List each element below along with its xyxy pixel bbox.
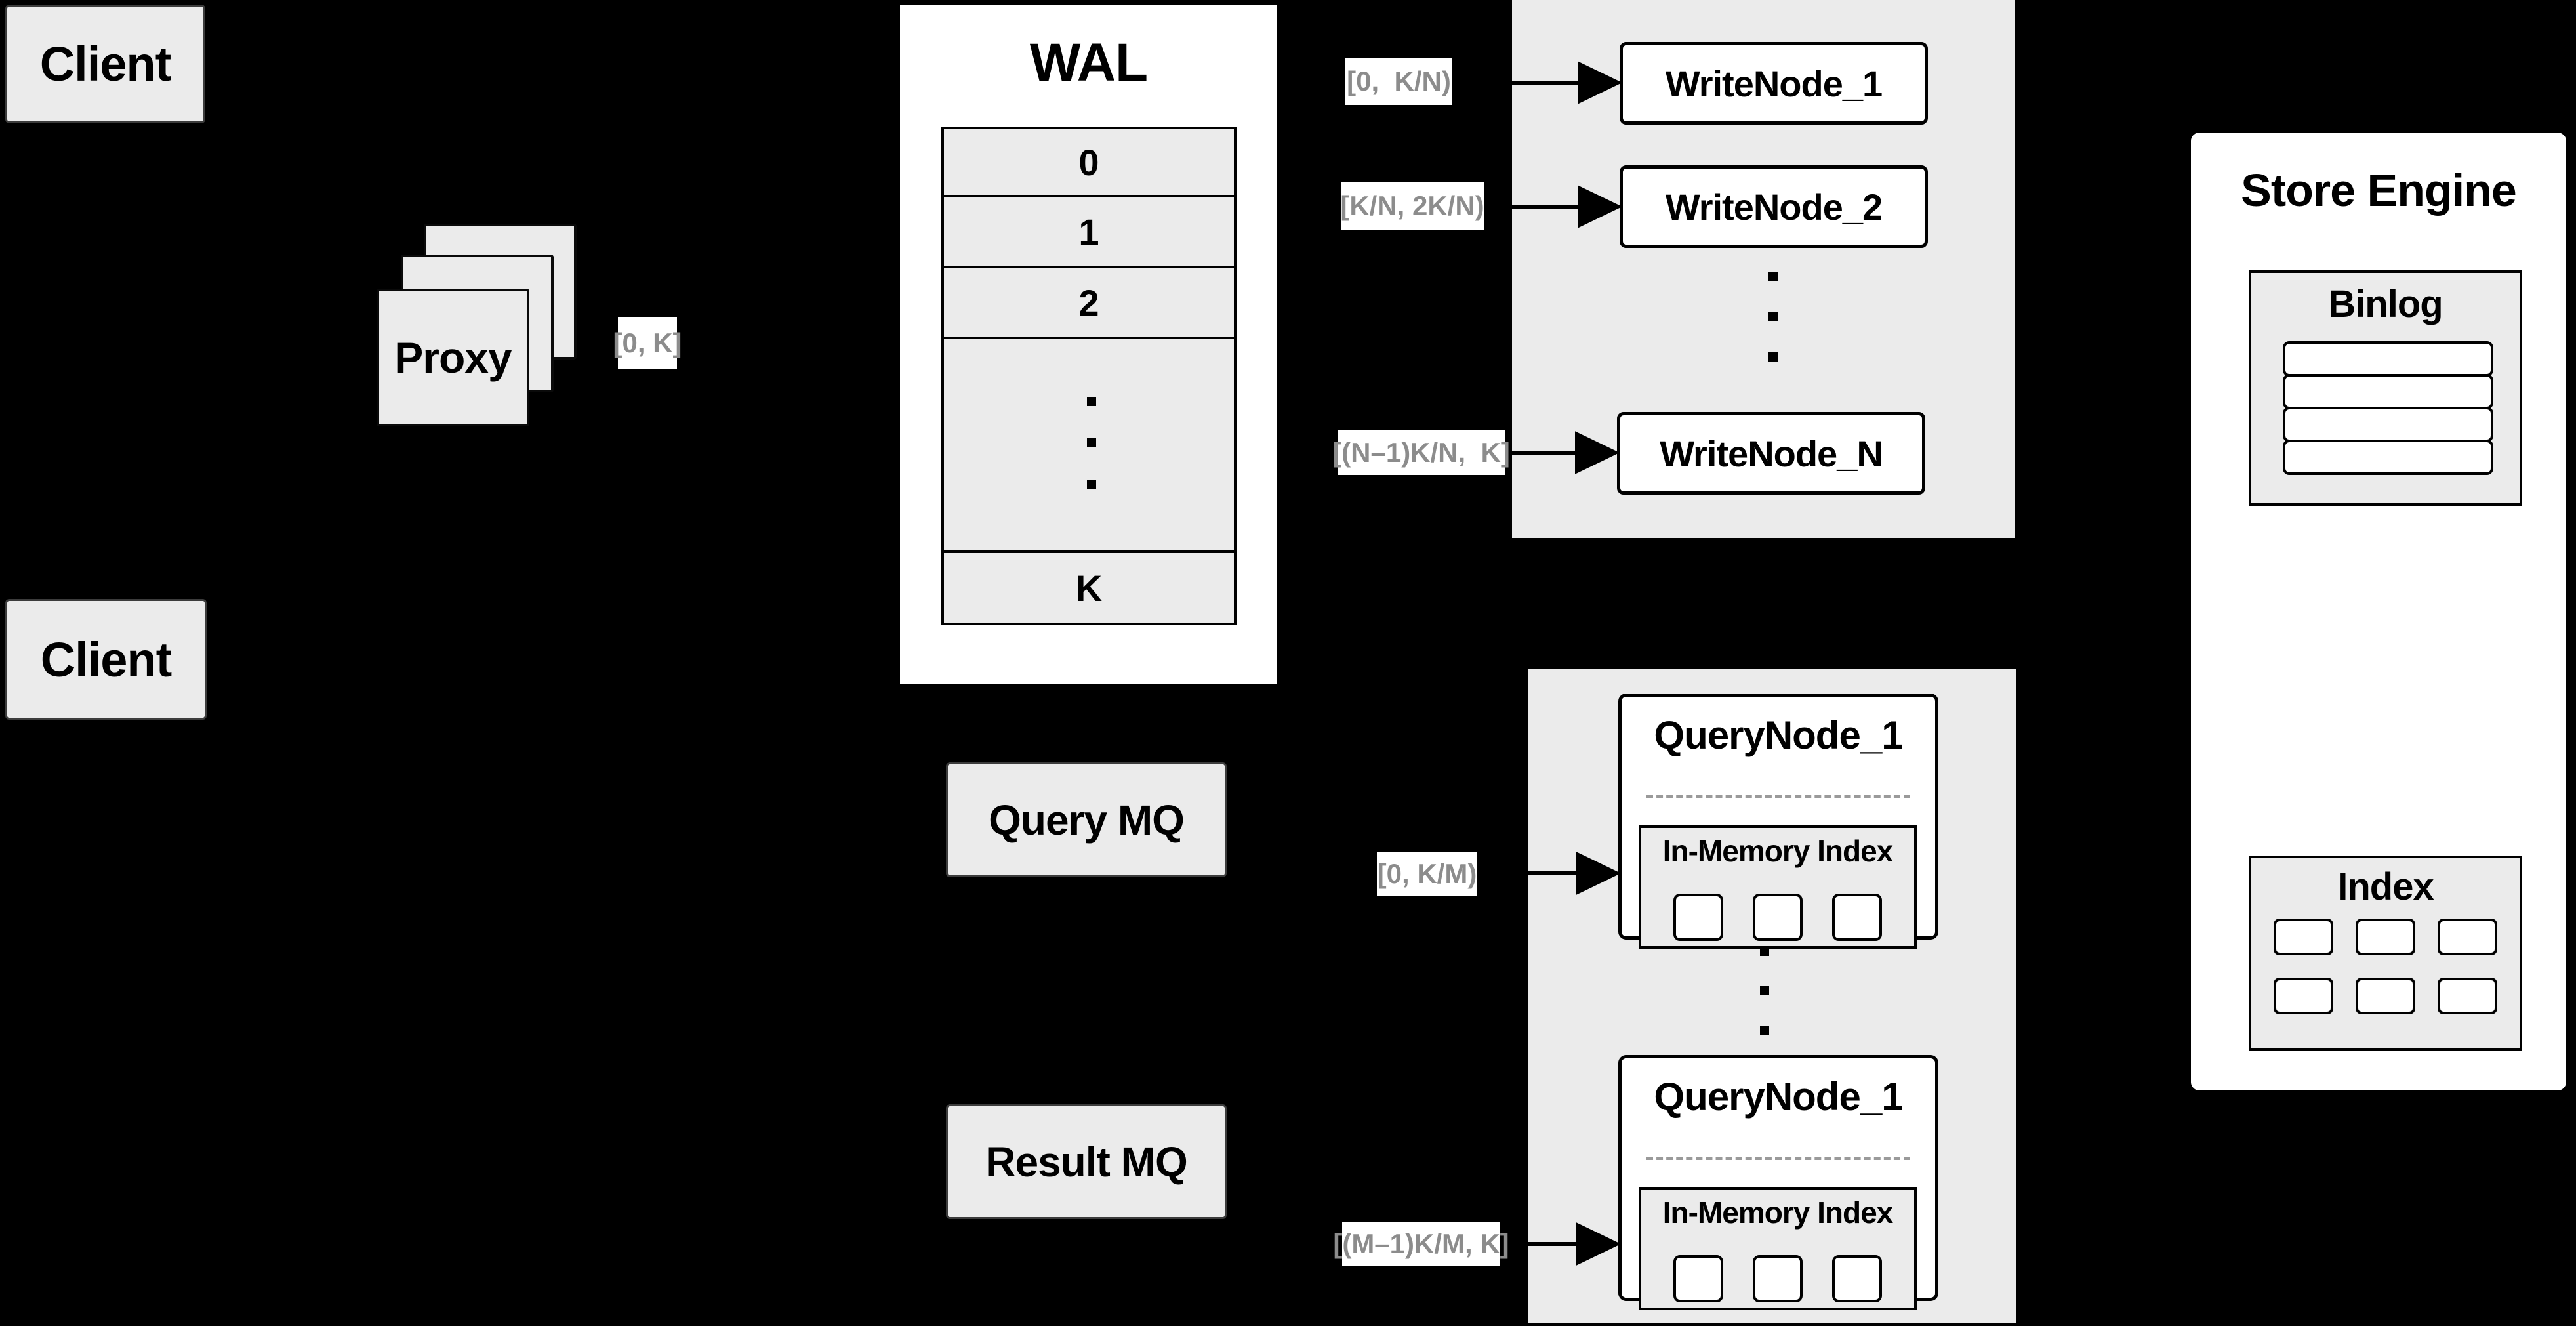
binlog-rows: [2283, 341, 2493, 475]
wal-ellipsis-dot: [1087, 397, 1096, 406]
query-node-bottom-divider: [1646, 1157, 1910, 1160]
client-bottom-label: Client: [40, 632, 173, 687]
range-chip-querynode-m: [(M–1)K/M, K]: [1333, 1222, 1509, 1266]
result-mq-label: Result MQ: [985, 1138, 1187, 1186]
client-top-label: Client: [39, 37, 172, 91]
wal-panel: WAL 0 1 2 K: [897, 1, 1280, 688]
write-node-1: WriteNode_1: [1620, 42, 1928, 125]
index-segment-cell: [1832, 1255, 1882, 1302]
wal-cell-k: K: [941, 550, 1237, 625]
write-node-2: WriteNode_2: [1620, 165, 1928, 248]
index-segment-cell: [1753, 894, 1803, 941]
range-chip-writenode-1: [0, K/N): [1345, 58, 1452, 105]
proxy-label: Proxy: [394, 333, 512, 382]
in-memory-index-bottom-title: In-Memory Index: [1662, 1195, 1894, 1230]
index-segment-cell: [1673, 894, 1723, 941]
binlog-box: Binlog: [2249, 270, 2522, 506]
client-box-bottom: Client: [5, 599, 207, 720]
index-title: Index: [2337, 865, 2434, 908]
write-nodes-ellipsis-dot: [1768, 272, 1778, 281]
result-mq-box: Result MQ: [946, 1104, 1227, 1219]
binlog-row: [2283, 341, 2493, 377]
in-memory-index-top-title: In-Memory Index: [1662, 834, 1894, 868]
wal-ellipsis-dot: [1087, 480, 1096, 489]
binlog-title: Binlog: [2328, 283, 2443, 325]
binlog-row: [2283, 374, 2493, 409]
query-mq-label: Query MQ: [989, 796, 1185, 844]
wal-title: WAL: [1029, 33, 1148, 93]
index-segment-cell: [1832, 894, 1882, 941]
proxy-box: Proxy: [377, 289, 529, 426]
query-node-bottom: QueryNode_1 In-Memory Index: [1618, 1055, 1938, 1310]
query-nodes-ellipsis-dot: [1760, 986, 1769, 995]
binlog-row: [2283, 407, 2493, 442]
index-file-cell: [2438, 978, 2497, 1014]
range-chip-querynode-1: [0, K/M): [1377, 852, 1477, 896]
in-memory-index-box-top: In-Memory Index: [1639, 825, 1917, 949]
wal-cell-0: 0: [941, 127, 1237, 197]
wal-cell-1: 1: [941, 195, 1237, 268]
wal-ellipsis-dot: [1087, 438, 1096, 447]
query-node-top-title: QueryNode_1: [1654, 713, 1903, 757]
range-chip-writenode-2: [K/N, 2K/N): [1340, 182, 1484, 230]
query-nodes-ellipsis-dot: [1760, 947, 1769, 956]
range-chip-proxy-wal: [0, K]: [613, 317, 682, 369]
in-memory-index-bottom-cells: [1641, 1255, 1914, 1302]
index-segment-cell: [1753, 1255, 1803, 1302]
index-box: Index: [2249, 856, 2522, 1051]
client-box-top: Client: [5, 5, 205, 123]
index-file-cell: [2356, 978, 2415, 1014]
write-node-n: WriteNode_N: [1617, 412, 1925, 495]
index-cells-row-2: [2251, 978, 2520, 1014]
query-node-top-divider: [1646, 795, 1910, 798]
index-file-cell: [2274, 978, 2333, 1014]
index-file-cell: [2274, 919, 2333, 955]
index-segment-cell: [1673, 1255, 1723, 1302]
query-mq-box: Query MQ: [946, 762, 1227, 877]
store-engine-panel: Store Engine Binlog Index: [2188, 129, 2569, 1094]
wal-cell-ellipsis: [941, 337, 1237, 553]
index-file-cell: [2438, 919, 2497, 955]
query-node-bottom-title: QueryNode_1: [1654, 1075, 1903, 1119]
in-memory-index-top-cells: [1641, 894, 1914, 941]
in-memory-index-box-bottom: In-Memory Index: [1639, 1187, 1917, 1310]
write-nodes-ellipsis-dot: [1768, 352, 1778, 362]
range-chip-writenode-n: [(N–1)K/N, K]: [1332, 430, 1510, 475]
query-node-top: QueryNode_1 In-Memory Index: [1618, 694, 1938, 949]
binlog-row: [2283, 440, 2493, 475]
index-cells-row-1: [2251, 919, 2520, 955]
wal-cell-2: 2: [941, 266, 1237, 339]
query-nodes-ellipsis-dot: [1760, 1026, 1769, 1035]
write-nodes-ellipsis-dot: [1768, 312, 1778, 321]
index-file-cell: [2356, 919, 2415, 955]
wal-log-table: 0 1 2 K: [941, 127, 1237, 625]
store-engine-title: Store Engine: [2241, 165, 2517, 216]
